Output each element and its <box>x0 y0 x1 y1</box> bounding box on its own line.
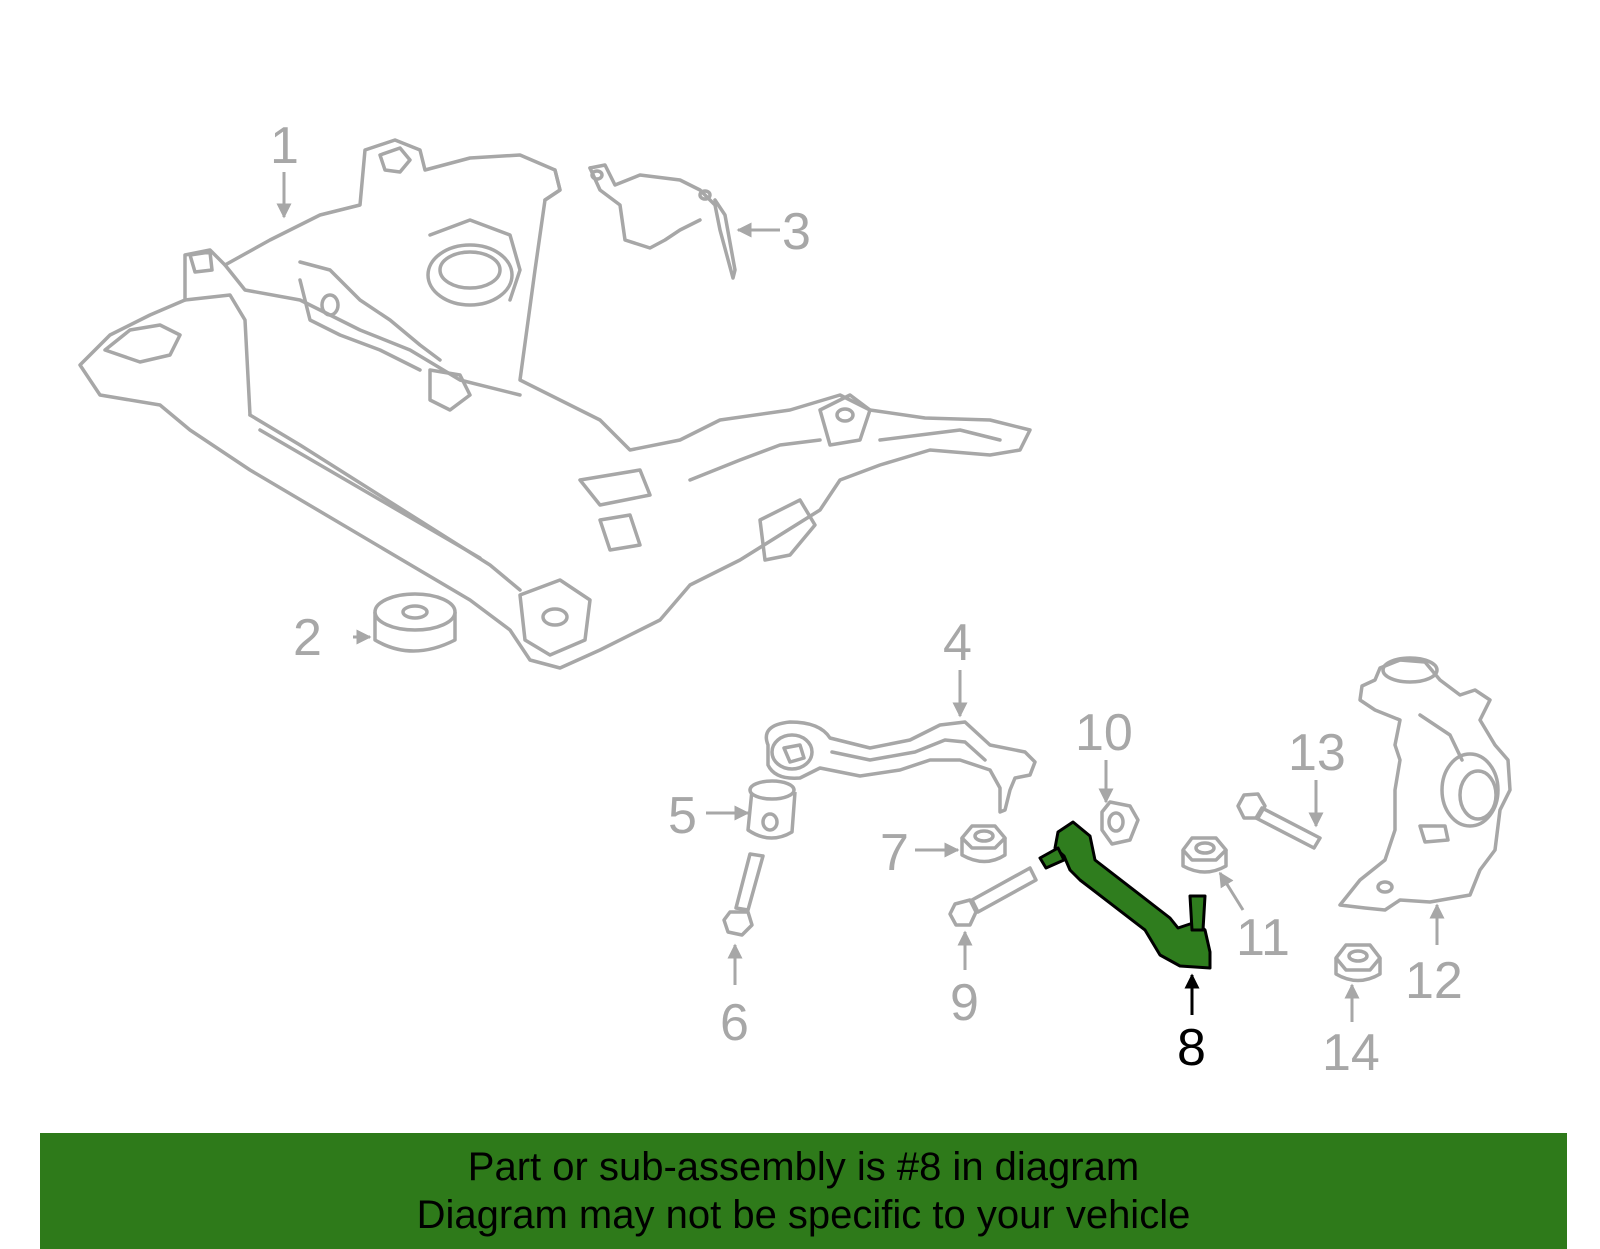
banner-line-part-info: Part or sub-assembly is #8 in diagram <box>467 1145 1140 1189</box>
callout-11: 11 <box>1236 909 1290 967</box>
callout-13: 13 <box>1288 724 1346 782</box>
callout-9: 9 <box>950 974 979 1032</box>
control-arm-part-4 <box>764 720 1037 814</box>
nut-part-7 <box>960 824 1007 864</box>
callout-5: 5 <box>668 787 697 845</box>
callout-1: 1 <box>270 117 299 175</box>
bushing-part-5 <box>746 779 797 840</box>
bracket-part-3 <box>588 163 737 280</box>
tie-rod-link-part-8-highlighted[interactable] <box>1038 820 1212 970</box>
bolt-part-9 <box>948 866 1038 927</box>
leader-arrows <box>276 172 1445 1022</box>
nut-part-14 <box>1334 943 1382 983</box>
callout-3: 3 <box>782 203 811 261</box>
bolt-part-6 <box>722 852 765 937</box>
nut-part-10 <box>1100 800 1140 846</box>
callout-14: 14 <box>1322 1024 1380 1082</box>
callout-10: 10 <box>1075 704 1133 762</box>
subframe-part-1 <box>78 138 1032 670</box>
bushing-part-2 <box>373 592 457 653</box>
callout-12: 12 <box>1405 952 1463 1010</box>
nut-part-11 <box>1181 836 1228 874</box>
banner-line-disclaimer: Diagram may not be specific to your vehi… <box>416 1193 1191 1237</box>
callout-6: 6 <box>720 994 749 1052</box>
callout-2: 2 <box>293 609 322 667</box>
info-banner: Part or sub-assembly is #8 in diagram Di… <box>40 1133 1567 1249</box>
callout-7: 7 <box>880 824 909 882</box>
callout-8[interactable]: 8 <box>1177 1019 1206 1077</box>
bolt-part-13 <box>1236 792 1322 850</box>
callout-4: 4 <box>943 614 972 672</box>
steering-knuckle-part-12 <box>1338 656 1512 912</box>
